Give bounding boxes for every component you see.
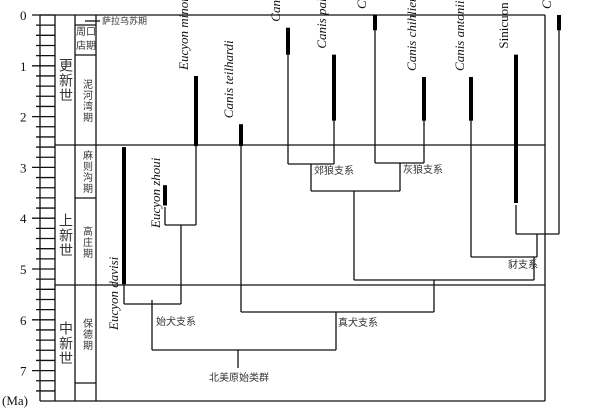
time-axis: 0 1 2 3 4 5 6 7 <box>20 8 55 401</box>
taxon-label: Eucyon zhoui <box>148 157 163 229</box>
taxon-label: Canis palmidens <box>314 0 329 49</box>
tick-label: 3 <box>20 160 27 175</box>
stage-label-gaozhuang: 高庄期 <box>80 225 92 259</box>
tick-label: 6 <box>20 313 27 328</box>
stage-label-nihewan: 泥河湾期 <box>80 78 92 123</box>
tick-label: 7 <box>20 364 27 379</box>
taxon-label: Canis teilhardi <box>221 40 236 118</box>
stage-label-baode: 保德期 <box>80 318 92 351</box>
clade-labels: 郊狼支系 灰狼支系 豺支系 始犬支系 真犬支系 北美原始类群 <box>156 163 538 384</box>
epoch-label-miocene: 中新世 <box>57 320 73 366</box>
tick-label: 1 <box>20 59 27 74</box>
stage-label-mazegou: 麻则沟期 <box>80 150 92 194</box>
taxon-label: Canis antonii <box>452 0 467 71</box>
taxon-label: Sinicuon complex <box>496 0 511 49</box>
tick-label: 4 <box>20 211 27 226</box>
taxon-ranges <box>122 15 561 285</box>
clade-label-root: 北美原始类群 <box>209 371 269 384</box>
taxon-label: Eucyon davisi <box>106 256 121 331</box>
epoch-label-pliocene: 上新世 <box>57 212 73 258</box>
taxon-label: Cuon alpinus <box>539 0 554 9</box>
tick-label: 5 <box>20 262 27 277</box>
stage-label-zhoukoudian: 周口店期 <box>76 27 96 52</box>
clade-label-canis: 真犬支系 <box>338 316 378 329</box>
stage-label-salawusu: 萨拉乌苏期 <box>102 15 147 27</box>
clade-label-dhole: 豺支系 <box>508 258 538 271</box>
tick-label: 2 <box>20 110 27 125</box>
clade-label-eucyon: 始犬支系 <box>156 315 196 328</box>
stratigraphy-columns <box>40 14 546 402</box>
taxon-label: Canis chihliensis <box>404 0 419 71</box>
tree-branches <box>123 15 560 368</box>
tick-label: 0 <box>20 8 27 23</box>
clade-label-coyote: 郊狼支系 <box>314 164 354 177</box>
taxon-label: Canis lupus <box>354 0 369 9</box>
axis-unit-label: (Ma) <box>2 393 28 408</box>
epoch-label-pleistocene: 更新世 <box>57 57 73 103</box>
clade-label-graywolf: 灰狼支系 <box>403 163 443 176</box>
taxon-label: Eucyon minor <box>176 0 191 71</box>
taxon-label: Canis variabilis <box>268 0 283 22</box>
